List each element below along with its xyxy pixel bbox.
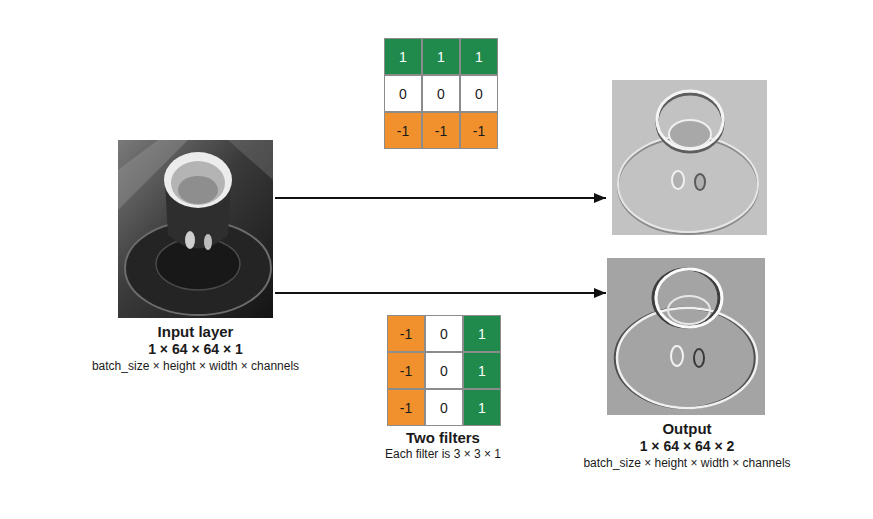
image-layer: Output1 × 64 × 64 × 2batch_size × height… bbox=[607, 80, 767, 415]
layer-title: Input layer bbox=[92, 323, 299, 341]
map-background bbox=[612, 80, 767, 235]
filter-cell: 1 bbox=[463, 315, 501, 352]
filter-weight: 1 bbox=[437, 49, 445, 65]
flow-arrow bbox=[275, 197, 606, 199]
filter-weight: -1 bbox=[400, 400, 412, 416]
cup-bottom bbox=[178, 176, 218, 204]
filter-weight: 1 bbox=[478, 363, 486, 379]
cup-inside-edge bbox=[668, 296, 710, 324]
filter-cell: 0 bbox=[384, 75, 422, 112]
map-background bbox=[607, 258, 765, 415]
filter-weight: -1 bbox=[400, 363, 412, 379]
cup-highlight bbox=[204, 234, 212, 250]
filter-cell: 1 bbox=[460, 38, 498, 75]
filter-cell: -1 bbox=[384, 112, 422, 149]
filter-cell: 1 bbox=[384, 38, 422, 75]
filter-weight: 1 bbox=[475, 49, 483, 65]
highlight-edge bbox=[694, 349, 704, 367]
filter-weight: 1 bbox=[478, 400, 486, 416]
filter-cell: 1 bbox=[463, 389, 501, 426]
shape-legend: batch_size × height × width × channels bbox=[583, 455, 790, 471]
filter-weight: -1 bbox=[473, 123, 485, 139]
rim-edge-light bbox=[656, 269, 722, 327]
filters-title: Two filters bbox=[406, 429, 480, 446]
filter-cell: 1 bbox=[463, 352, 501, 389]
filter-cell: 0 bbox=[425, 352, 463, 389]
filter-weight: 0 bbox=[440, 363, 448, 379]
layer-title: Output bbox=[583, 420, 790, 438]
filter-weight: 0 bbox=[440, 326, 448, 342]
flow-arrow bbox=[275, 292, 606, 294]
filter-cell: 0 bbox=[425, 315, 463, 352]
highlight-edge bbox=[672, 171, 684, 189]
highlight-edge bbox=[671, 346, 683, 366]
filter-weight: 0 bbox=[437, 86, 445, 102]
filter-weight: -1 bbox=[397, 123, 409, 139]
output-map-horizontal bbox=[612, 80, 767, 235]
filter-cell: -1 bbox=[422, 112, 460, 149]
output-map-vertical bbox=[607, 258, 765, 415]
rim-edge-dark bbox=[657, 94, 723, 152]
filter-cell: 0 bbox=[422, 75, 460, 112]
cup-rim bbox=[164, 152, 232, 208]
filter-cell: 0 bbox=[425, 389, 463, 426]
filters-note: Each filter is 3 × 3 × 1 bbox=[385, 447, 501, 461]
tensor-shape: 1 × 64 × 64 × 1 bbox=[92, 341, 299, 358]
filter-weight: 1 bbox=[399, 49, 407, 65]
filter-weight: 0 bbox=[475, 86, 483, 102]
image-layer: Input layer1 × 64 × 64 × 1batch_size × h… bbox=[118, 140, 273, 318]
shape-legend: batch_size × height × width × channels bbox=[92, 358, 299, 374]
tensor-shape: 1 × 64 × 64 × 2 bbox=[583, 438, 790, 455]
photo-light-band bbox=[228, 140, 273, 180]
photo-background bbox=[118, 140, 273, 318]
filter-cell: 0 bbox=[460, 75, 498, 112]
rim-edge-dark bbox=[653, 269, 719, 327]
layer-caption: Output1 × 64 × 64 × 2batch_size × height… bbox=[583, 420, 790, 471]
filter-cell: -1 bbox=[460, 112, 498, 149]
filter-weight: 1 bbox=[478, 326, 486, 342]
filter-weight: 0 bbox=[440, 400, 448, 416]
filter-cell: -1 bbox=[387, 352, 425, 389]
filter-weight: 0 bbox=[399, 86, 407, 102]
filter-weight: -1 bbox=[400, 326, 412, 342]
highlight-edge bbox=[695, 174, 705, 190]
filter-cell: -1 bbox=[387, 315, 425, 352]
input-photo bbox=[118, 140, 273, 318]
layer-caption: Input layer1 × 64 × 64 × 1batch_size × h… bbox=[92, 323, 299, 374]
cup-inside bbox=[171, 161, 225, 205]
filter-cell: 1 bbox=[422, 38, 460, 75]
filter-cell: -1 bbox=[387, 389, 425, 426]
cup-highlight bbox=[185, 231, 195, 249]
filter-weight: -1 bbox=[435, 123, 447, 139]
cup-inside-edge bbox=[669, 120, 711, 148]
rim-edge-light bbox=[657, 91, 723, 149]
